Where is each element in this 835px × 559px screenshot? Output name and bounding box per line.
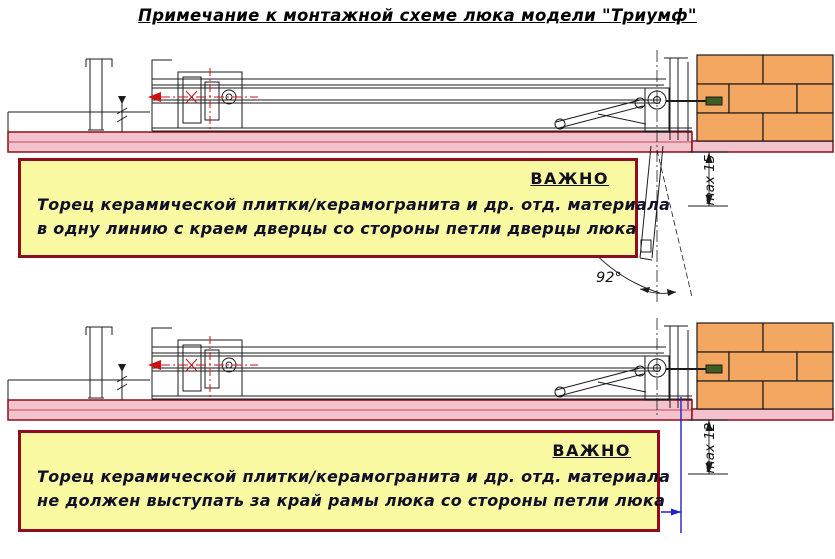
max-dimension-bottom: max 12 [702,422,718,474]
note-line: Торец керамической плитки/керамогранита … [37,195,671,214]
top-diagram [7,49,834,302]
note-line: в одну линию с краем дверцы со стороны п… [37,219,637,238]
door-swing-arc [539,145,693,302]
sheet-title: Примечание к монтажной схеме люка модели… [138,6,697,25]
note-box-bottom: ВАЖНО Торец керамической плитки/керамогр… [18,430,670,532]
blue-reference-line [661,397,682,533]
note-text: Торец керамической плитки/керамогранита … [37,193,670,241]
note-box-top: ВАЖНО Торец керамической плитки/керамогр… [18,158,670,258]
important-label: ВАЖНО [552,441,631,460]
angle-dimension: 92° [596,270,622,286]
max-dimension-top: max 15 [702,154,718,206]
important-label: ВАЖНО [530,169,609,188]
note-line: не должен выступать за край рамы люка со… [37,491,666,510]
note-text: Торец керамической плитки/керамогранита … [37,465,670,513]
note-line: Торец керамической плитки/керамогранита … [37,467,671,486]
